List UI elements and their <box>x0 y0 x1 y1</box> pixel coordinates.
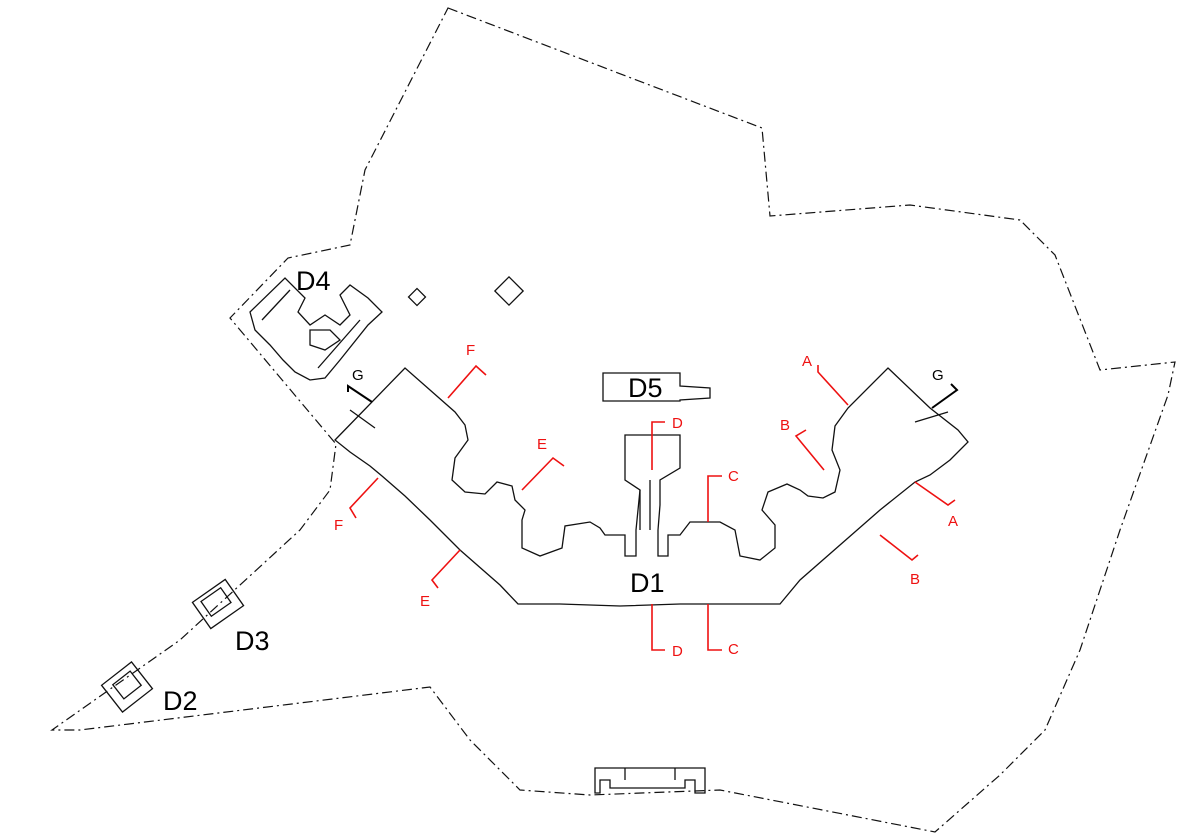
section-label-g-right: G <box>932 367 944 384</box>
kiosk-small <box>407 287 427 307</box>
section-e-bottom-mark <box>430 549 461 589</box>
site-boundary <box>50 7 1176 833</box>
section-b-top-mark <box>794 429 825 471</box>
section-label-c-bottom: C <box>728 641 739 658</box>
section-label-d-top: D <box>672 415 683 432</box>
section-label-f-top: F <box>466 342 475 359</box>
label-d4: D4 <box>296 266 331 296</box>
section-a-top-mark <box>817 365 849 406</box>
section-e-top-mark <box>521 456 565 491</box>
section-c-top-mark <box>707 475 722 522</box>
entrance-gate <box>594 767 706 794</box>
label-d5: D5 <box>628 373 663 403</box>
section-label-f-bottom: F <box>334 517 343 534</box>
section-c-bottom-mark <box>707 604 722 651</box>
building-d1 <box>334 367 969 607</box>
building-d5 <box>602 372 711 402</box>
section-f-bottom-mark <box>349 477 379 519</box>
section-d-top-mark <box>651 421 665 470</box>
section-a-bottom-mark <box>914 481 956 506</box>
section-label-d-bottom: D <box>672 643 683 660</box>
label-d1: D1 <box>630 568 665 598</box>
section-markers-g <box>347 383 959 409</box>
label-d3: D3 <box>235 626 270 656</box>
building-d2 <box>100 660 154 714</box>
section-label-b-top: B <box>780 417 790 434</box>
section-label-e-bottom: E <box>420 593 430 610</box>
section-label-c-top: C <box>728 468 739 485</box>
section-b-bottom-mark <box>879 534 919 562</box>
section-label-a-top: A <box>802 353 812 370</box>
section-g-right-mark <box>931 383 959 409</box>
section-d-bottom-mark <box>651 604 665 651</box>
kiosk-medium <box>493 275 525 307</box>
section-f-top-mark <box>447 364 487 399</box>
label-d2: D2 <box>163 686 198 716</box>
section-label-e-top: E <box>537 436 547 453</box>
section-label-g-left: G <box>352 367 364 384</box>
section-label-b-bottom: B <box>910 571 920 588</box>
building-d4 <box>249 277 383 381</box>
section-label-a-bottom: A <box>948 513 958 530</box>
section-g-left-mark <box>347 384 373 403</box>
building-d3 <box>191 578 245 630</box>
section-markers-red <box>349 364 956 651</box>
building-d1-detail <box>349 409 949 530</box>
